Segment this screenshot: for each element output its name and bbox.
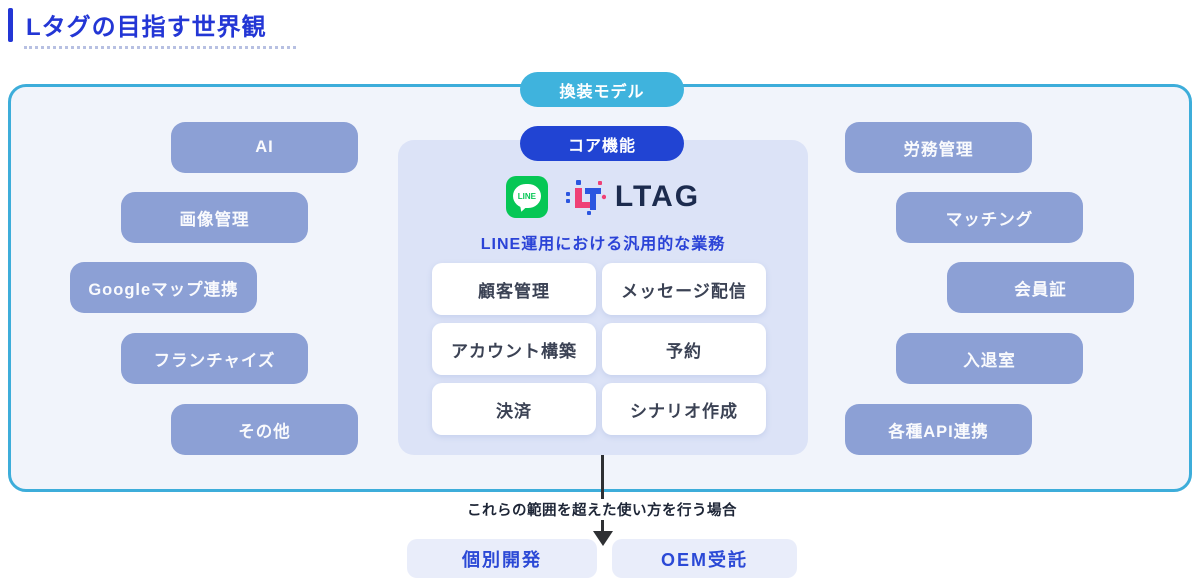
left-pill-others: その他 (171, 404, 358, 455)
core-subtitle: LINE運用における汎用的な業務 (480, 236, 726, 253)
core-card-message-delivery: メッセージ配信 (602, 263, 766, 315)
right-pill-entry-exit: 入退室 (896, 333, 1083, 384)
down-arrow-line (601, 455, 604, 533)
left-pill-ai: AI (171, 122, 358, 173)
ltag-mark-icon (565, 180, 606, 215)
left-pill-google-map: Googleマップ連携 (70, 262, 257, 313)
option-oem-contract: OEM受託 (612, 539, 797, 578)
title-accent-bar (8, 8, 13, 42)
core-card-payment: 決済 (432, 383, 596, 435)
left-pill-franchise: フランチャイズ (121, 333, 308, 384)
left-pill-image-management: 画像管理 (121, 192, 308, 243)
core-card-reservation: 予約 (602, 323, 766, 375)
line-bubble-label: LINE (512, 184, 541, 208)
logo-row: LINE LTAG (398, 176, 808, 218)
right-pill-matching: マッチング (896, 192, 1083, 243)
ltag-logo: LTAG (565, 179, 701, 215)
footer-note-wrap: これらの範囲を超えた使い方を行う場合 (0, 499, 1200, 520)
core-card-account-building: アカウント構築 (432, 323, 596, 375)
right-pill-membership-card: 会員証 (947, 262, 1134, 313)
line-icon: LINE (505, 176, 548, 218)
core-function-badge: コア機能 (520, 126, 684, 161)
footer-note: これらの範囲を超えた使い方を行う場合 (459, 499, 745, 520)
right-pill-labor-management: 労務管理 (845, 122, 1032, 173)
core-panel: LINE LTAG LINE運用における汎用的な業務 顧客管理 (398, 140, 808, 455)
down-arrow-head-icon (593, 531, 613, 546)
core-feature-grid: 顧客管理 メッセージ配信 アカウント構築 予約 決済 シナリオ作成 (432, 263, 766, 435)
ltag-wordmark: LTAG (614, 180, 701, 213)
core-card-customer-management: 顧客管理 (432, 263, 596, 315)
title-underline (24, 46, 296, 49)
page-title: Lタグの目指す世界観 (26, 14, 267, 41)
core-card-scenario-creation: シナリオ作成 (602, 383, 766, 435)
line-bubble-tail-icon (518, 204, 528, 213)
right-pill-api-integration: 各種API連携 (845, 404, 1032, 455)
option-custom-development: 個別開発 (407, 539, 597, 578)
replacement-model-badge: 換装モデル (520, 72, 684, 107)
